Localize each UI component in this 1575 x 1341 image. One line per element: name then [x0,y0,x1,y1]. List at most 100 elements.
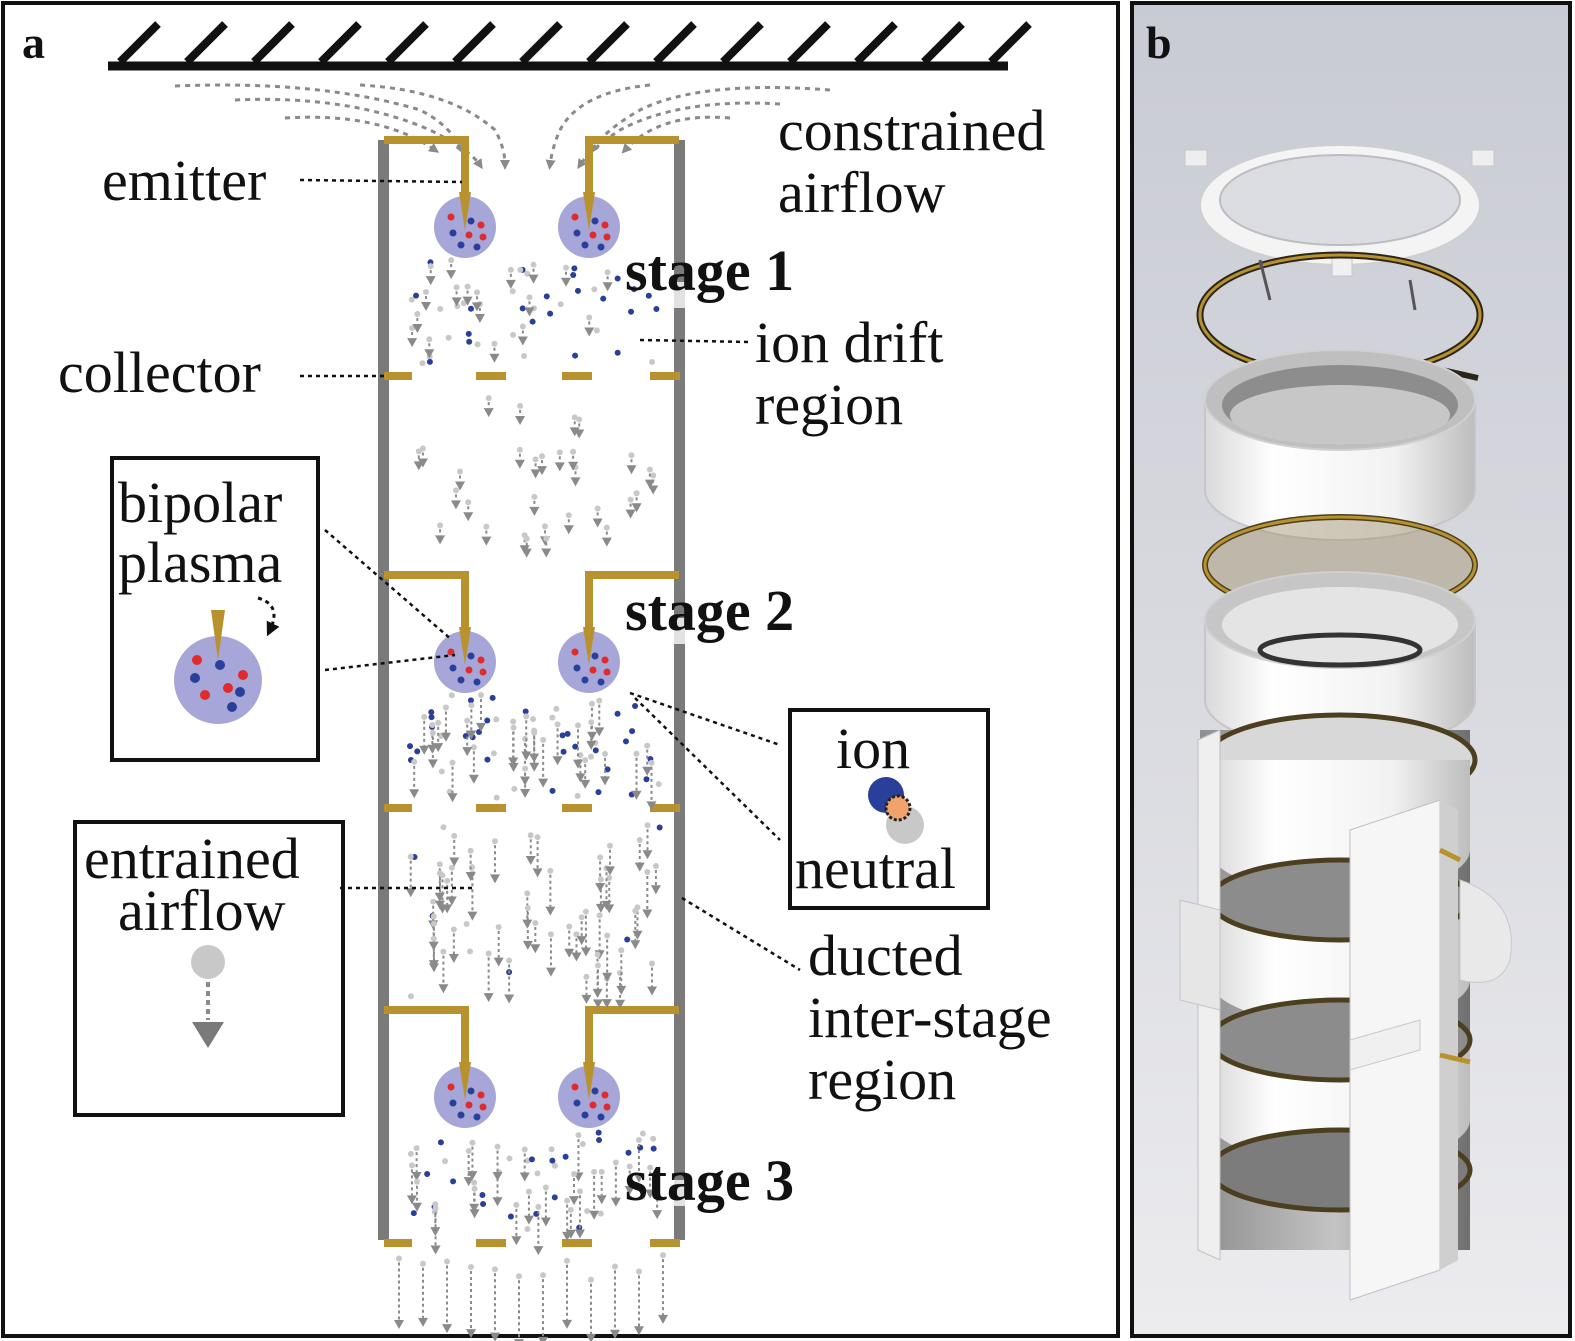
neutral-dot [576,1188,583,1195]
airflow-arrowhead [600,776,611,786]
airflow-arrowhead [594,727,605,737]
neutral-dot [444,1258,450,1265]
airflow-arrowhead [450,500,461,510]
neutral-dot [535,1203,542,1210]
airflow-arrowhead [419,745,430,755]
neutral-dot [437,522,444,529]
airflow-arrowhead [411,1172,422,1182]
neutral-dot [626,1163,633,1170]
neutral-dot [477,692,484,699]
airflow-arrowhead [447,793,458,803]
neutral-dot [524,270,531,277]
ceiling-hatch [184,21,228,65]
ceiling-hatch [251,21,295,65]
positive-ion [601,1091,609,1099]
neutral-dot [582,757,589,764]
ion-dot [572,743,579,750]
ion-dot [562,1153,569,1160]
ion-dot [592,747,599,754]
neutral-dot [524,905,531,912]
airflow-arrowhead [575,773,586,783]
airflow-arrowhead [586,1333,596,1341]
upper-cylinder [1204,349,1476,541]
bipolar-label-1: bipolar [118,470,282,535]
entrained-label-1: entrained [84,826,300,891]
neutral-dot [465,499,472,506]
neutral-dot [530,716,537,723]
ceiling-hatch [854,21,898,65]
airflow-arrowhead [624,1186,635,1196]
negative-ion [473,678,481,686]
airflow-arrowhead [584,327,595,337]
neutral-dot [571,1170,578,1177]
airflow-arrowhead [409,789,420,799]
neutral-dot [427,263,434,270]
neutral-dot [597,1210,604,1217]
airflow-arrowhead [650,885,661,895]
neutral-dot [649,960,656,967]
negative-ion [467,217,475,225]
ceiling-hatch [653,21,697,65]
airflow-arrowhead [425,276,436,286]
airflow-arrowhead [407,338,418,348]
airflow-arrowhead [642,766,653,776]
airflow-arrowhead [492,1171,503,1181]
airflow-arrowhead [406,1195,417,1205]
neutral-dot [445,334,452,341]
emitter-tip [583,627,595,665]
neutral-dot [421,713,428,720]
panel-b: b [1130,1,1572,1338]
ion-dot [479,1192,486,1199]
ceiling-hatch [921,21,965,65]
airflow-arrowhead [631,790,642,800]
airflow-arrowhead [394,1320,404,1330]
airflow-arrowhead [647,986,658,996]
airflow-arrowhead [448,953,459,963]
airflow-arrowhead [561,277,572,287]
entrained-label-2: airflow [118,878,286,943]
middle-cylinder [1204,571,1476,751]
neutral-dot [593,327,600,334]
ion-dot [645,292,652,299]
device-render [1179,144,1512,1301]
neutral-dot [588,1276,594,1283]
ion-label: ion [836,716,910,781]
airflow-arrowhead [630,940,641,950]
airflow-arrowhead [592,988,603,998]
neutral-dot [450,926,457,933]
stages [384,136,680,1247]
neutral-dot [598,1168,605,1175]
airflow-arrowhead [554,462,565,472]
neutral-dot [522,765,529,772]
emitter-leader [299,178,463,184]
neutral-dot [408,296,415,303]
airflow-arrowhead [463,1177,474,1187]
positive-ion [589,666,597,674]
ion-dot [624,936,631,943]
neutral-dot [463,920,470,927]
airflow-arrowhead [474,313,485,323]
airflow-arrowhead [428,960,439,970]
ion-dot [480,1200,487,1207]
neutral-dot [485,950,492,957]
neutral-dot [430,920,437,927]
airflow-arrowhead [601,999,612,1009]
ion-dot [407,743,414,750]
airflow-arrowhead [529,753,540,763]
positive-ion [447,648,455,656]
airflow-arrowhead [475,722,486,732]
neutral-dot [644,742,651,749]
neutral-dot [526,294,533,301]
neutral-dot [414,311,421,318]
neutral-dot [436,870,443,877]
airflow-arrowhead [412,324,423,334]
emitter-label: emitter [102,148,266,213]
emitter-bracket-left [384,571,469,630]
neutral-dot [493,716,500,723]
ion-neutral-inset: ion neutral [788,708,990,910]
neutral-dot [420,1260,426,1267]
neutral-dot [578,914,585,921]
ion-dot [549,1157,556,1164]
neutral-dot [564,1257,570,1264]
negative-ion [457,241,465,249]
